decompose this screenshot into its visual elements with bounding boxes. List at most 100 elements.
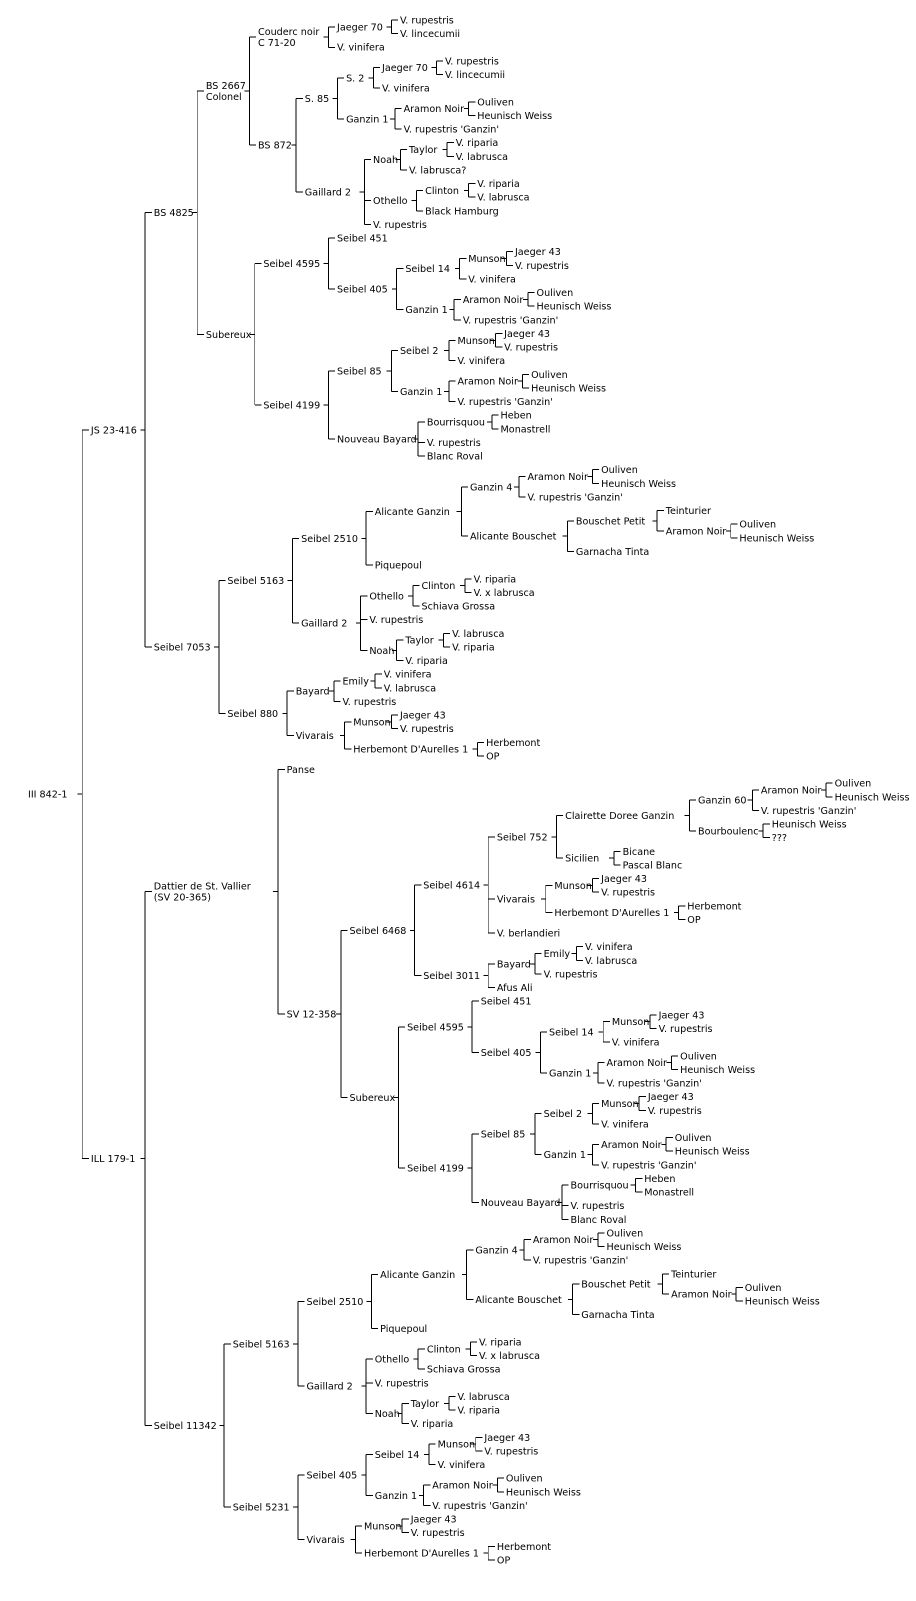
node-seibel-4614: Seibel 4614 — [423, 880, 480, 891]
node-v-rupestris: V. rupestris — [504, 342, 558, 353]
node-v-riparia: V. riparia — [457, 1405, 500, 1416]
node-seibel-5163: Seibel 5163 — [227, 576, 284, 587]
node-v-labrusca: V. labrusca — [452, 629, 504, 640]
node-jaeger-70: Jaeger 70 — [336, 22, 383, 33]
node-jaeger-43: Jaeger 43 — [514, 247, 561, 258]
node-ganzin-1: Ganzin 1 — [549, 1068, 591, 1079]
node-piquepoul: Piquepoul — [380, 1324, 427, 1335]
node-othello: Othello — [375, 1354, 410, 1365]
node-seibel-880: Seibel 880 — [227, 709, 278, 720]
node-vivarais: Vivarais — [296, 731, 334, 742]
node-schiava-grossa: Schiava Grossa — [421, 601, 495, 612]
node-seibel-451: Seibel 451 — [337, 233, 388, 244]
node-teinturier: Teinturier — [670, 1269, 717, 1280]
node-aramon-noir: Aramon Noir — [463, 295, 524, 306]
node-seibel-4199: Seibel 4199 — [263, 400, 320, 411]
node-v-rupestris-ganzin: V. rupestris 'Ganzin' — [432, 1501, 527, 1512]
node-munson: Munson — [468, 254, 505, 265]
node-aramon-noir: Aramon Noir — [527, 472, 588, 483]
node-herbemont: Herbemont — [497, 1542, 551, 1553]
node-bayard: Bayard — [497, 959, 531, 970]
node-v-rupestris: V. rupestris — [400, 724, 454, 735]
node-seibel-5231: Seibel 5231 — [233, 1503, 290, 1514]
node-v-labrusca: V. labrusca — [384, 683, 436, 694]
node-v-rupestris: V. rupestris — [373, 220, 427, 231]
node-seibel-14: Seibel 14 — [549, 1027, 594, 1038]
node-aramon-noir: Aramon Noir — [404, 104, 465, 115]
node-aramon-noir: Aramon Noir — [671, 1290, 732, 1301]
node-alicante-bouschet: Alicante Bouschet — [470, 532, 557, 543]
node-v-vinifera: V. vinifera — [337, 43, 385, 54]
node-seibel-14: Seibel 14 — [375, 1450, 420, 1461]
node-aramon-noir: Aramon Noir — [457, 376, 518, 387]
node-schiava-grossa: Schiava Grossa — [427, 1365, 501, 1376]
node-s-85: S. 85 — [305, 94, 329, 105]
node-sv-12-358: SV 12-358 — [287, 1009, 337, 1020]
node-v-rupestris: V. rupestris — [369, 615, 423, 626]
node-v-rupestris: V. rupestris — [375, 1378, 429, 1389]
node-dattier-de-st-vallier-sv-20-365: Dattier de St. Vallier(SV 20-365) — [154, 882, 252, 904]
node-ganzin-1: Ganzin 1 — [400, 387, 442, 398]
node-heunisch-weiss: Heunisch Weiss — [772, 819, 847, 830]
node-bicane: Bicane — [623, 847, 655, 858]
node-vivarais: Vivarais — [306, 1535, 344, 1546]
node-garnacha-tinta: Garnacha Tinta — [576, 547, 649, 558]
node-aramon-noir: Aramon Noir — [761, 785, 822, 796]
node-seibel-85: Seibel 85 — [481, 1129, 526, 1140]
node-v-rupestris-ganzin: V. rupestris 'Ganzin' — [607, 1078, 702, 1089]
node-v-rupestris: V. rupestris — [659, 1024, 713, 1035]
node-herbemont: Herbemont — [687, 901, 741, 912]
node-blanc-roval: Blanc Roval — [571, 1215, 627, 1226]
node-heunisch-weiss: Heunisch Weiss — [745, 1296, 820, 1307]
node-heunisch-weiss: Heunisch Weiss — [680, 1065, 755, 1076]
node-herbemont: Herbemont — [486, 738, 540, 749]
node-v-rupestris-ganzin: V. rupestris 'Ganzin' — [463, 315, 558, 326]
node-v-vinifera: V. vinifera — [457, 356, 505, 367]
node-v-vinifera: V. vinifera — [612, 1037, 660, 1048]
node-v-vinifera: V. vinifera — [384, 670, 432, 681]
node-op: OP — [497, 1555, 510, 1566]
node-othello: Othello — [373, 196, 408, 207]
node-ganzin-1: Ganzin 1 — [346, 114, 388, 125]
node-taylor: Taylor — [410, 1399, 440, 1410]
node-heunisch-weiss: Heunisch Weiss — [835, 792, 910, 803]
node-v-lincecumii: V. lincecumii — [445, 70, 505, 81]
node-v-rupestris: V. rupestris — [342, 697, 396, 708]
node-seibel-405: Seibel 405 — [481, 1048, 532, 1059]
node-ganzin-1: Ganzin 1 — [405, 305, 447, 316]
node-gaillard-2: Gaillard 2 — [305, 187, 351, 198]
node-v-labrusca: V. labrusca? — [409, 165, 466, 176]
node-ouliven: Ouliven — [607, 1228, 644, 1239]
node-gaillard-2: Gaillard 2 — [301, 618, 347, 629]
node-v-x-labrusca: V. x labrusca — [474, 588, 535, 599]
node-v-rupestris: V. rupestris — [544, 969, 598, 980]
node-ouliven: Ouliven — [477, 97, 514, 108]
node-ouliven: Ouliven — [601, 465, 638, 476]
node-munson: Munson — [601, 1099, 638, 1110]
node-clinton: Clinton — [425, 186, 459, 197]
node-ill-179-1: ILL 179-1 — [91, 1154, 135, 1165]
node-noah: Noah — [369, 646, 394, 657]
node-jaeger-43: Jaeger 43 — [647, 1092, 694, 1103]
node-aramon-noir: Aramon Noir — [607, 1058, 668, 1069]
node-noah: Noah — [373, 155, 398, 166]
node-v-x-labrusca: V. x labrusca — [479, 1351, 540, 1362]
node-heunisch-weiss: Heunisch Weiss — [506, 1487, 581, 1498]
node-jaeger-43: Jaeger 43 — [658, 1010, 705, 1021]
node-aramon-noir: Aramon Noir — [601, 1140, 662, 1151]
node-seibel-4199: Seibel 4199 — [407, 1164, 464, 1175]
node-blanc-roval: Blanc Roval — [427, 451, 483, 462]
node-v-rupestris: V. rupestris — [400, 15, 454, 26]
node-jaeger-70: Jaeger 70 — [381, 63, 428, 74]
node-op: OP — [687, 915, 700, 926]
node-v-rupestris: V. rupestris — [648, 1106, 702, 1117]
node-ganzin-1: Ganzin 1 — [544, 1150, 586, 1161]
node-heben: Heben — [501, 411, 532, 422]
node-bourrisquou: Bourrisquou — [427, 417, 485, 428]
node-v-vinifera: V. vinifera — [382, 83, 430, 94]
node-heunisch-weiss: Heunisch Weiss — [537, 302, 612, 313]
node-seibel-5163: Seibel 5163 — [233, 1339, 290, 1350]
node-munson: Munson — [554, 881, 591, 892]
